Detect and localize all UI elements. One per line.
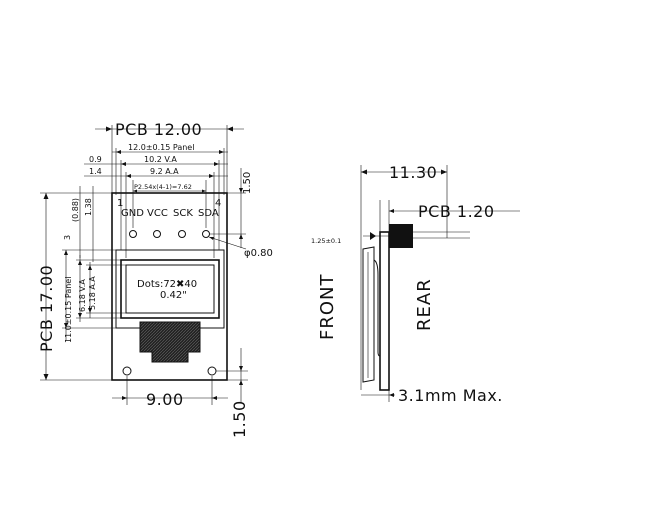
side-width-label: 11.30 [389,163,437,182]
pcb-width-label: PCB 12.00 [115,120,202,139]
dim-088-label: (0.88) [71,198,80,222]
dim-09-label: 0.9 [89,155,102,164]
panel-height-label: 11.0±0.15 Panel [64,277,73,343]
pin-header-block [389,224,413,248]
pin4-label: 4 [215,198,221,209]
pin-hole-2 [153,230,161,238]
side-view: 11.30 PCB 1.20 1.25±0.1 FRONT REAR 3.1mm… [311,163,520,405]
hole-diameter-label: φ0.80 [244,248,273,259]
pin-hole-3 [178,230,186,238]
display-va-frame [120,259,220,319]
side-pcb [379,231,390,391]
fpc-connector [139,321,201,363]
max-thickness-label: 3.1mm Max. [398,386,503,405]
pcb-outline [111,192,228,381]
bottom-offset-label: 1.50 [230,400,249,438]
rear-label: REAR [414,278,435,331]
dim-14-label: 1.4 [89,167,102,176]
mount-hole-left [122,366,132,376]
front-label: FRONT [317,274,338,341]
top-offset-label: 1.50 [242,172,253,194]
va-height-label: 6.18 V.A [78,279,87,312]
pin-hole-4 [202,230,210,238]
aa-height-label: 5.18 A.A [88,276,97,310]
dim-3-label: 3 [63,235,72,240]
pcb-thickness-label: PCB 1.20 [418,202,495,221]
pin-label-vcc: VCC [147,208,168,219]
size-label: 0.42" [160,290,187,301]
mount-hole-right [207,366,217,376]
bottom-hole-spacing-label: 9.00 [146,390,184,409]
dots-label: Dots:72✖40 [137,279,197,290]
side-fpc [373,259,381,357]
side-panel [362,246,375,383]
display-aa-frame [125,264,215,314]
dim-138-label: 1.38 [84,198,93,216]
pin-label-gnd: GND [121,208,144,219]
pin-pitch-label: P2.54x(4-1)=7.62 [134,183,192,191]
va-width-label: 10.2 V.A [144,155,177,164]
aa-width-label: 9.2 A.A [150,167,179,176]
pin-hole-1 [129,230,137,238]
pin-label-sck: SCK [173,208,193,219]
pin1-label: 1 [117,198,123,209]
pin-label-sda: SDA [198,208,219,219]
pin-length-label: 1.25±0.1 [311,237,341,245]
pcb-height-label: PCB 17.00 [37,265,56,352]
front-view: PCB 12.00 12.0±0.15 Panel 10.2 V.A 0.9 9… [37,120,273,438]
panel-width-label: 12.0±0.15 Panel [128,143,194,152]
